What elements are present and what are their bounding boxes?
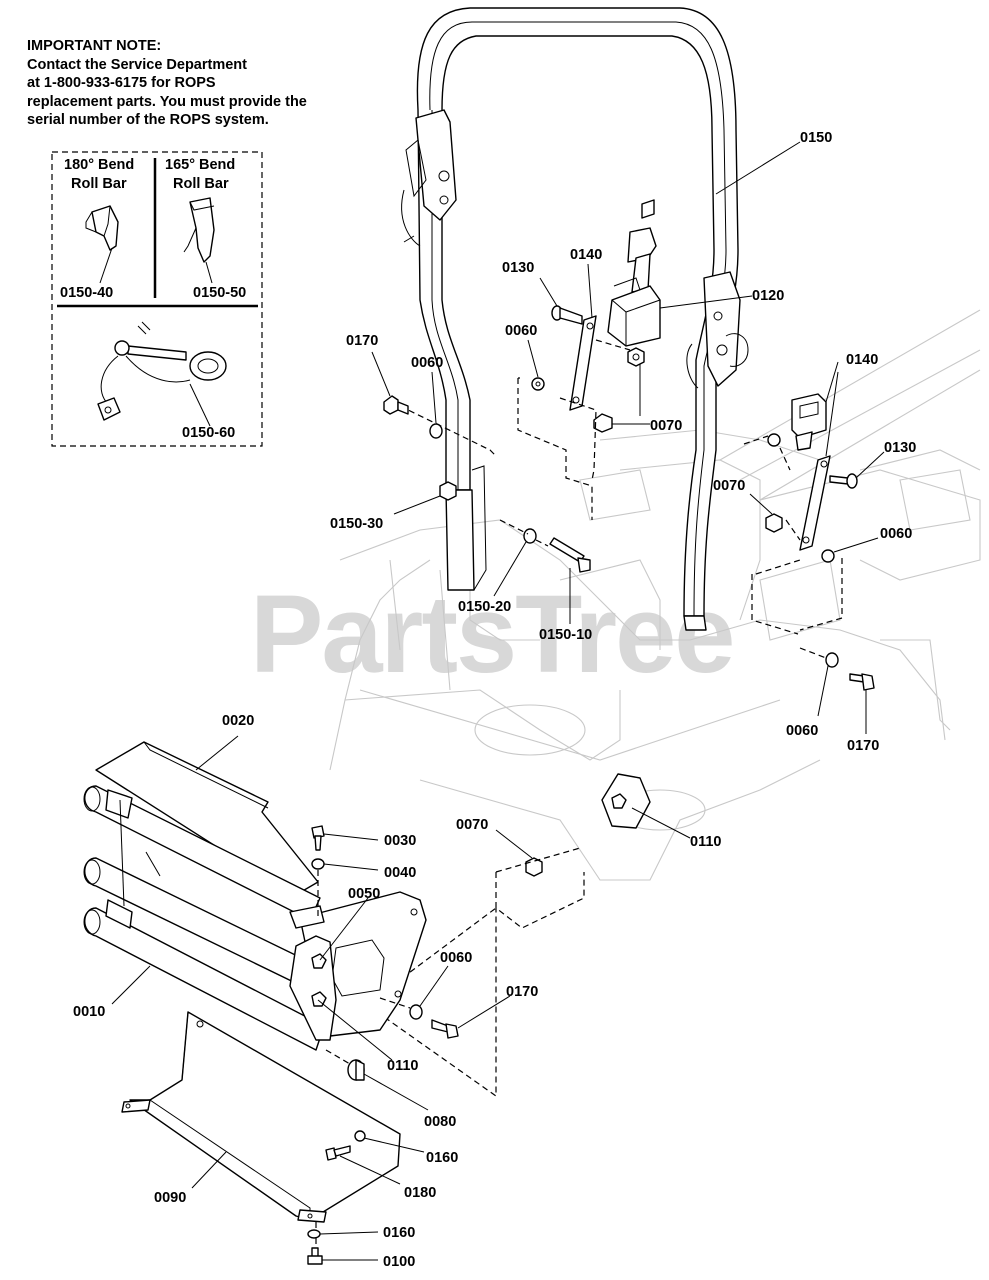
callout-0110-lower: 0110 <box>387 1058 418 1074</box>
callout-0140-right: 0140 <box>846 352 878 368</box>
seatbelt-buckle <box>791 393 827 451</box>
callout-0150: 0150 <box>800 130 832 146</box>
nut-0070-right <box>765 513 783 533</box>
callout-0160-lower: 0160 <box>383 1225 415 1241</box>
callout-0110-right: 0110 <box>690 834 721 850</box>
bolt-0130-left <box>551 305 583 325</box>
mower-frame-outline <box>329 309 981 881</box>
callout-0080: 0080 <box>424 1114 456 1130</box>
callout-0180: 0180 <box>404 1185 436 1201</box>
callout-0010: 0010 <box>73 1004 105 1020</box>
inset-left-title-2: Roll Bar <box>71 176 127 192</box>
callout-0030: 0030 <box>384 833 416 849</box>
washer-0160-lower <box>307 1229 321 1239</box>
seatbelt-retractor <box>607 199 661 347</box>
bottom-plate-0090 <box>121 1011 401 1223</box>
nut-0070-upper <box>627 347 645 367</box>
callout-0040: 0040 <box>384 865 416 881</box>
bolt-0170-upper <box>383 395 409 415</box>
inset-left-title-1: 180° Bend <box>64 157 134 173</box>
callout-0150-30: 0150-30 <box>330 516 383 532</box>
callout-0060-right: 0060 <box>880 526 912 542</box>
roll-bar-variants-inset: 180° Bend Roll Bar 165° Bend Roll Bar 01… <box>51 151 263 447</box>
callout-0090: 0090 <box>154 1190 186 1206</box>
callout-0160-upper: 0160 <box>426 1150 458 1166</box>
inset-right-title-1: 165° Bend <box>165 157 235 173</box>
bolt-0030 <box>311 825 325 851</box>
note-line-4: replacement parts. You must provide the <box>27 93 307 110</box>
nut-0150-30 <box>439 481 457 501</box>
pad-0050 <box>289 935 337 1041</box>
callout-0060-upper: 0060 <box>411 355 443 371</box>
callout-0150-20: 0150-20 <box>458 599 511 615</box>
bolt-0130-right <box>829 473 858 489</box>
nut-0070-left <box>593 413 613 433</box>
strap-0140-right <box>799 455 831 551</box>
bolt-0170-lower-right <box>849 673 875 691</box>
inset-left-part: 0150-40 <box>60 285 113 301</box>
callout-0130-right: 0130 <box>884 440 916 456</box>
strap-0140-left <box>569 315 597 411</box>
note-line-2: Contact the Service Department <box>27 56 247 73</box>
inset-pin-part: 0150-60 <box>182 425 235 441</box>
inset-right-part: 0150-50 <box>193 285 246 301</box>
callout-0070-right: 0070 <box>713 478 745 494</box>
nut-0070-lower <box>525 857 543 877</box>
note-line-5: serial number of the ROPS system. <box>27 112 269 128</box>
note-line-3: at 1-800-933-6175 for ROPS <box>27 75 216 91</box>
washer-0070-right-top <box>767 433 781 447</box>
callout-0020: 0020 <box>222 713 254 729</box>
bolt-0170-lower <box>431 1019 459 1039</box>
callout-0170-lower: 0170 <box>506 984 538 1000</box>
bolt-0180 <box>325 1145 351 1161</box>
bracket-180-icon <box>85 205 119 251</box>
washer-0060-left <box>531 377 545 391</box>
lynch-pin-icon <box>97 321 227 421</box>
note-line-1: IMPORTANT NOTE: <box>27 38 162 54</box>
washer-0150-20 <box>523 528 537 544</box>
callout-0060-mid: 0060 <box>505 323 537 339</box>
important-note: IMPORTANT NOTE: Contact the Service Depa… <box>27 37 357 130</box>
bumper-tubes-0010 <box>83 785 325 1051</box>
callout-0170-upper: 0170 <box>346 333 378 349</box>
washer-0060-lower-right <box>825 652 839 668</box>
callout-0140-left: 0140 <box>570 247 602 263</box>
callout-0060-lower: 0060 <box>440 950 472 966</box>
callout-0070-lower: 0070 <box>456 817 488 833</box>
bracket-165-icon <box>183 197 215 263</box>
hex-pad-0110-right <box>601 773 651 829</box>
callout-0170-lower-right: 0170 <box>847 738 879 754</box>
bolt-0100 <box>307 1247 323 1265</box>
washer-0060-right <box>821 549 835 563</box>
callout-0100: 0100 <box>383 1254 415 1270</box>
inset-right-title-2: Roll Bar <box>173 176 229 192</box>
callout-0130-left: 0130 <box>502 260 534 276</box>
washer-0060-upper <box>429 423 443 439</box>
washer-0160-upper <box>354 1130 366 1142</box>
inset-border <box>51 151 263 447</box>
washer-0060-lower <box>409 1004 423 1020</box>
dashed-assembly-path-right <box>751 558 843 635</box>
callout-0050: 0050 <box>348 886 380 902</box>
bumper-stop-0080 <box>347 1059 365 1081</box>
callout-0070-upper: 0070 <box>650 418 682 434</box>
bolt-0150-10 <box>549 537 591 573</box>
callout-0060-lower-right: 0060 <box>786 723 818 739</box>
washer-0040 <box>311 858 325 870</box>
rops-roll-bar <box>401 7 749 631</box>
callout-0150-10: 0150-10 <box>539 627 592 643</box>
dashed-assembly-path-left <box>517 377 597 520</box>
callout-0120: 0120 <box>752 288 784 304</box>
dashed-assembly-path-lower <box>359 847 585 1098</box>
